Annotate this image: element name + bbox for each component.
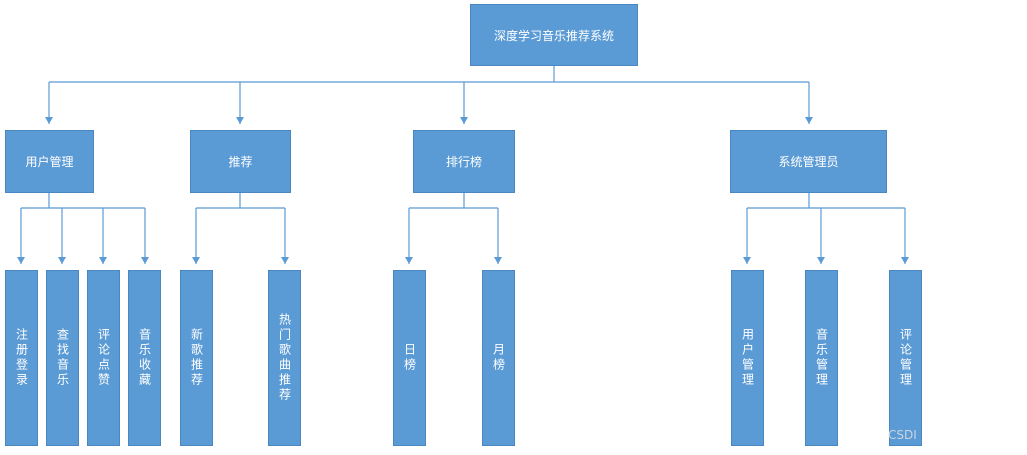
leaf-node-label: 评论点赞: [96, 328, 111, 388]
leaf-node-label: 热门歌曲推荐: [277, 313, 292, 403]
leaf-node-user-admin: 用户管理: [731, 270, 764, 446]
group-node-label: 系统管理员: [778, 155, 839, 169]
leaf-node-label: 月榜: [491, 343, 506, 373]
group-node-recommend: 推荐: [190, 130, 291, 193]
leaf-node-search-music: 查找音乐: [46, 270, 79, 446]
leaf-node-hot-song-recommend: 热门歌曲推荐: [268, 270, 301, 446]
group-node-label: 用户管理: [25, 155, 74, 169]
leaf-node-comment-admin: 评论管理: [889, 270, 922, 446]
group-node-admin: 系统管理员: [730, 130, 887, 193]
leaf-node-music-favorite: 音乐收藏: [128, 270, 161, 446]
leaf-node-daily-chart: 日榜: [393, 270, 426, 446]
root-node: 深度学习音乐推荐系统: [470, 4, 638, 66]
group-node-label: 排行榜: [445, 155, 482, 169]
root-node-label: 深度学习音乐推荐系统: [493, 28, 614, 43]
watermark: CSDI: [888, 428, 917, 442]
leaf-node-monthly-chart: 月榜: [482, 270, 515, 446]
leaf-node-register-login: 注册登录: [5, 270, 38, 446]
group-node-ranking: 排行榜: [413, 130, 515, 193]
leaf-node-label: 音乐收藏: [137, 328, 152, 388]
group-node-label: 推荐: [228, 155, 253, 169]
leaf-node-music-admin: 音乐管理: [805, 270, 838, 446]
leaf-node-comment-like: 评论点赞: [87, 270, 120, 446]
leaf-node-label: 注册登录: [14, 328, 29, 388]
leaf-node-label: 用户管理: [740, 328, 755, 388]
leaf-node-label: 查找音乐: [55, 328, 70, 388]
leaf-node-label: 评论管理: [898, 328, 913, 388]
group-node-user-management: 用户管理: [5, 130, 94, 193]
leaf-node-new-song-recommend: 新歌推荐: [180, 270, 213, 446]
leaf-node-label: 新歌推荐: [189, 328, 204, 388]
leaf-node-label: 日榜: [402, 343, 417, 373]
leaf-node-label: 音乐管理: [814, 328, 829, 388]
